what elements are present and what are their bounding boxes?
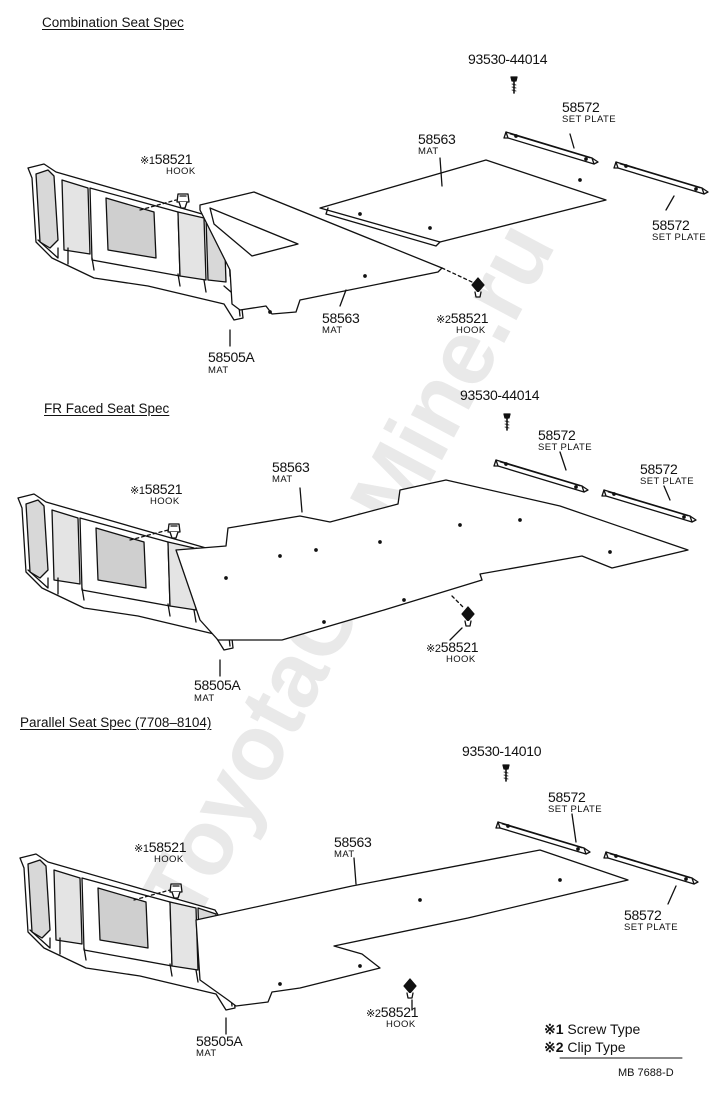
side-mat-name: MAT <box>208 365 229 376</box>
set-plate-1-part: 58572 <box>538 427 576 443</box>
hook-2-number: 58521 <box>380 1004 419 1020</box>
mat-upper-part: 58563 <box>418 131 456 147</box>
mat-lower-part: 58563 <box>322 310 360 326</box>
set-plate-2-part: 58572 <box>624 907 662 923</box>
screw-part-number: 93530-44014 <box>460 387 540 403</box>
mat-lower-name: MAT <box>322 325 343 336</box>
set-plate-1-part: 58572 <box>548 789 586 805</box>
legend-mark-2: ※2 <box>544 1039 564 1055</box>
mat-name: MAT <box>272 474 293 485</box>
hook-2-part: ※258521 <box>436 311 488 326</box>
set-plate-2-part: 58572 <box>652 217 690 233</box>
hook-1-part: ※158521 <box>130 482 182 497</box>
mat-part: 58563 <box>334 834 372 850</box>
set-plate-2-name: SET PLATE <box>652 232 706 243</box>
hook-2-name: HOOK <box>386 1019 416 1030</box>
legend-item-1: ※1 Screw Type <box>544 1022 640 1036</box>
screw-part-number: 93530-14010 <box>462 743 542 759</box>
section-title-combination: Combination Seat Spec <box>42 15 184 30</box>
set-plate-2-name: SET PLATE <box>624 922 678 933</box>
hook-2-part: ※258521 <box>426 640 478 655</box>
hook-2-number: 58521 <box>450 310 489 326</box>
hook-1-part: ※158521 <box>134 840 186 855</box>
hook-2-mark: ※2 <box>366 1008 381 1020</box>
side-mat-part: 58505A <box>208 349 255 365</box>
hook-1-number: 58521 <box>148 839 187 855</box>
side-mat-part: 58505A <box>194 677 241 693</box>
hook-2-part: ※258521 <box>366 1005 418 1020</box>
set-plate-1-part: 58572 <box>562 99 600 115</box>
section-1-artwork <box>27 76 709 347</box>
set-plate-1-name: SET PLATE <box>538 442 592 453</box>
hook-1-name: HOOK <box>166 166 196 177</box>
hook-2-name: HOOK <box>456 325 486 336</box>
mat-part: 58563 <box>272 459 310 475</box>
legend-mark-1: ※1 <box>544 1021 564 1037</box>
set-plate-2-part: 58572 <box>640 461 678 477</box>
hook-1-name: HOOK <box>150 496 180 507</box>
hook-1-mark: ※1 <box>130 485 145 497</box>
hook-1-number: 58521 <box>154 151 193 167</box>
section-2-artwork <box>17 413 697 677</box>
set-plate-2-name: SET PLATE <box>640 476 694 487</box>
hook-2-name: HOOK <box>446 654 476 665</box>
hook-1-part: ※158521 <box>140 152 192 167</box>
diagram-code: MB 7688-D <box>618 1067 674 1079</box>
mat-name: MAT <box>334 849 355 860</box>
legend-item-2: ※2 Clip Type <box>544 1040 626 1054</box>
section-title-fr-faced: FR Faced Seat Spec <box>44 401 170 416</box>
screw-part-number: 93530-44014 <box>468 51 548 67</box>
set-plate-1-name: SET PLATE <box>548 804 602 815</box>
hook-2-mark: ※2 <box>426 643 441 655</box>
side-mat-name: MAT <box>194 693 215 704</box>
legend-text-2: Clip Type <box>567 1039 626 1055</box>
hook-1-name: HOOK <box>154 854 184 865</box>
hook-1-mark: ※1 <box>134 843 149 855</box>
set-plate-1-name: SET PLATE <box>562 114 616 125</box>
side-mat-name: MAT <box>196 1048 217 1059</box>
section-title-parallel: Parallel Seat Spec (7708–8104) <box>20 715 212 730</box>
hook-2-number: 58521 <box>440 639 479 655</box>
hook-1-mark: ※1 <box>140 155 155 167</box>
section-3-artwork <box>19 764 699 1059</box>
legend-text-1: Screw Type <box>567 1021 641 1037</box>
hook-2-mark: ※2 <box>436 314 451 326</box>
side-mat-part: 58505A <box>196 1033 243 1049</box>
mat-upper-name: MAT <box>418 146 439 157</box>
hook-1-number: 58521 <box>144 481 183 497</box>
